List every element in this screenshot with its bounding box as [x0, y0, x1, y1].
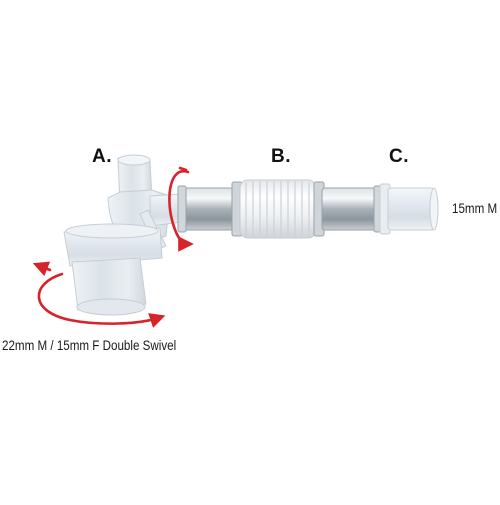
elbow-swivel-a — [63, 154, 183, 316]
rotation-arrow-icon — [32, 261, 166, 328]
label-b: B. — [271, 146, 291, 167]
port-c — [379, 183, 439, 235]
flex-tube-b — [177, 179, 383, 239]
port-size-label: 15mm M — [452, 201, 498, 216]
swivel-size-label: 22mm M / 15mm F Double Swivel — [2, 338, 177, 353]
rotation-arrow-icon — [168, 166, 194, 252]
label-c: C. — [389, 146, 409, 167]
label-a: A. — [92, 146, 112, 167]
